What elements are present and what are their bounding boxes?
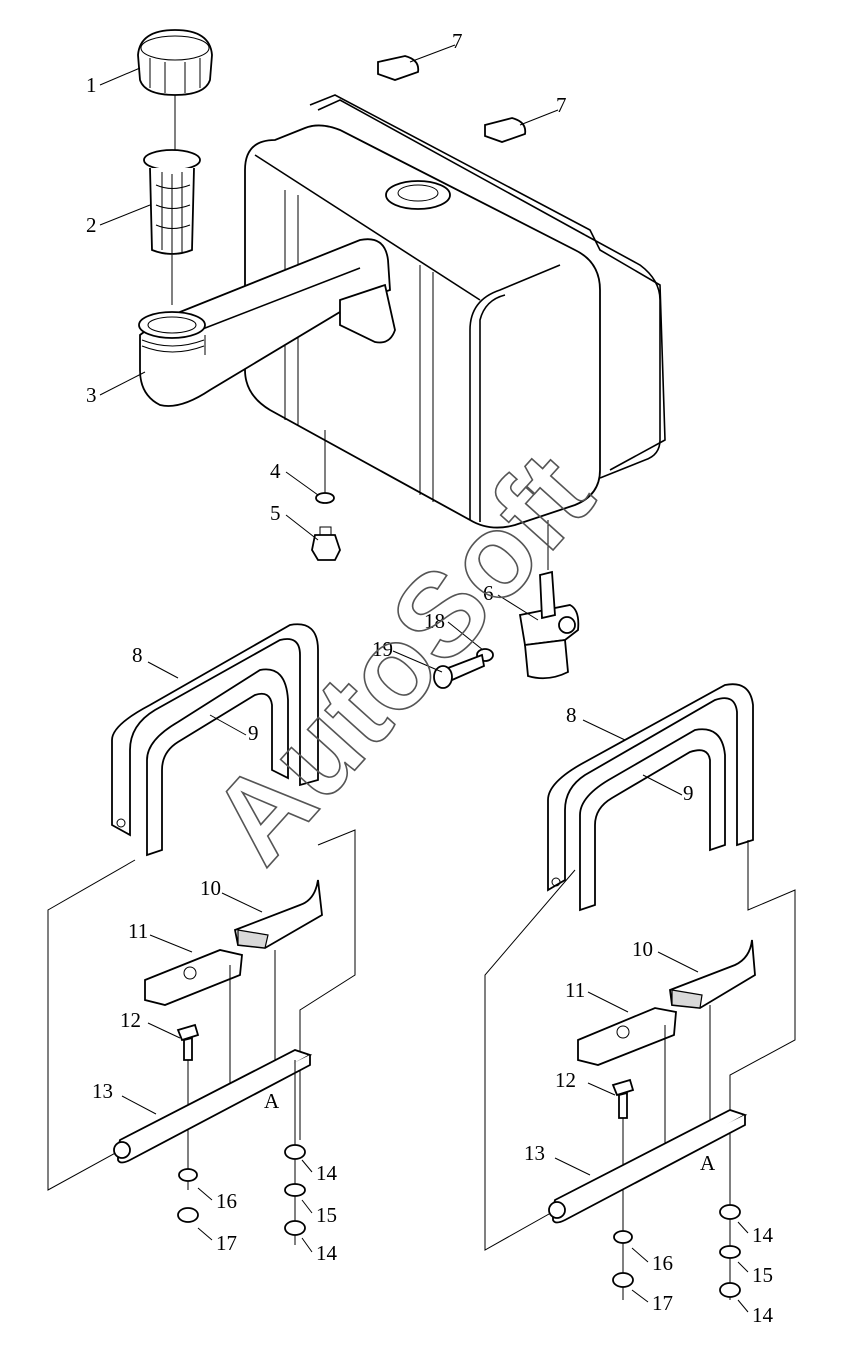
- callouts: 1 2 3 4 5 6 7 7 8 8 9 9 10 10 11 11 12 1…: [86, 29, 774, 1327]
- callout-16-left: 16: [216, 1189, 237, 1213]
- callout-9-right: 9: [683, 781, 694, 805]
- callout-15-right: 15: [752, 1263, 773, 1287]
- leader-lines: [99, 44, 749, 1313]
- drain-plug: [311, 526, 341, 561]
- washer-right-16: [613, 1230, 633, 1244]
- frame-outline-right: [484, 840, 796, 1300]
- nut-right-17: [612, 1272, 634, 1288]
- nut-right-14b: [719, 1282, 741, 1298]
- pad-right-10: [669, 939, 756, 1009]
- bracket-right-13: [548, 1109, 748, 1224]
- strap-right-inner: [579, 728, 726, 912]
- callout-19: 19: [372, 637, 393, 661]
- callout-11-right: 11: [565, 978, 585, 1002]
- callout-2: 2: [86, 213, 97, 237]
- callout-4: 4: [270, 459, 281, 483]
- bolt-left-12: [176, 1023, 200, 1061]
- nut-left-14a: [284, 1144, 306, 1160]
- strainer: [143, 149, 201, 255]
- strap-right-outer: [547, 683, 754, 892]
- callout-7-top: 7: [452, 29, 463, 53]
- banjo-bolt: [433, 653, 486, 689]
- callout-18: 18: [424, 609, 445, 633]
- filler-pipe: [138, 238, 396, 407]
- view-label-a-right: A: [700, 1151, 716, 1175]
- callout-12-right: 12: [555, 1068, 576, 1092]
- callout-10-right: 10: [632, 937, 653, 961]
- callout-12-left: 12: [120, 1008, 141, 1032]
- fuel-tank: [244, 94, 666, 570]
- callout-1: 1: [86, 73, 97, 97]
- nut-right-14a: [719, 1204, 741, 1220]
- washer-right-15: [719, 1245, 741, 1259]
- callout-16-right: 16: [652, 1251, 673, 1275]
- callout-10-left: 10: [200, 876, 221, 900]
- callout-11-left: 11: [128, 919, 148, 943]
- washer-left-15: [284, 1183, 306, 1197]
- pad-left-10: [233, 879, 323, 949]
- callout-17-right: 17: [652, 1291, 673, 1315]
- fuel-filter: [518, 570, 580, 680]
- callout-13-left: 13: [92, 1079, 113, 1103]
- callout-17-left: 17: [216, 1231, 237, 1255]
- clip-top: [377, 55, 420, 81]
- filler-cap: [137, 29, 213, 96]
- callout-13-right: 13: [524, 1141, 545, 1165]
- callout-14-left-upper: 14: [316, 1161, 338, 1185]
- nut-left-17: [177, 1207, 199, 1223]
- callout-15-left: 15: [316, 1203, 337, 1227]
- strap-left-outer: [111, 623, 319, 837]
- callout-14-right-lower: 14: [752, 1303, 774, 1327]
- view-label-a-left: A: [264, 1089, 280, 1113]
- callout-6: 6: [483, 581, 494, 605]
- pad-left-11: [144, 949, 243, 1006]
- callout-9-left: 9: [248, 721, 259, 745]
- bracket-left-13: [113, 1049, 313, 1164]
- callout-14-left-lower: 14: [316, 1241, 338, 1265]
- drain-washer: [315, 492, 335, 504]
- clip-right: [484, 117, 527, 143]
- callout-8-right: 8: [566, 703, 577, 727]
- callout-3: 3: [86, 383, 97, 407]
- callout-14-right-upper: 14: [752, 1223, 774, 1247]
- pad-right-11: [577, 1007, 677, 1066]
- callout-7-right: 7: [556, 93, 567, 117]
- callout-8-left: 8: [132, 643, 143, 667]
- nut-left-14b: [284, 1220, 306, 1236]
- callout-5: 5: [270, 501, 281, 525]
- bolt-right-12: [611, 1078, 635, 1119]
- washer-left-16: [178, 1168, 198, 1182]
- strap-left-inner: [146, 668, 289, 857]
